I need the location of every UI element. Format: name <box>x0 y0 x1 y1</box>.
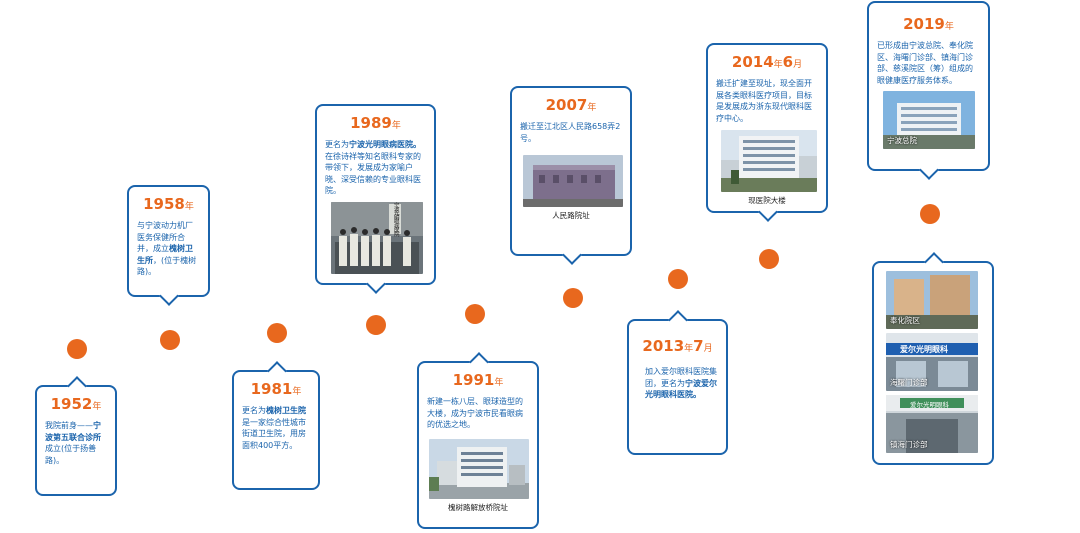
timeline-dot-1989 <box>366 315 386 335</box>
photo-label: 海曙门诊部 <box>890 378 928 387</box>
building-photo-icon <box>883 91 975 149</box>
milestone-year: 2014年6月 <box>731 53 803 71</box>
milestone-text: 更名为槐树卫生院是一家综合性城市街道卫生院，用房面积400平方。 <box>242 406 306 450</box>
timeline-dot-2019 <box>920 204 940 224</box>
branch-photo-fenghua: 奉化院区 <box>886 271 978 329</box>
milestone-card-1991: 1991年 新建一栋八层、眼球造型的大楼，成为宁波市民看眼病的优选之地。 槐树路… <box>417 352 539 529</box>
milestone-year: 1989年 <box>350 114 401 132</box>
milestone-card-1981: 1981年 更名为槐树卫生院是一家综合性城市街道卫生院，用房面积400平方。 <box>232 361 320 490</box>
milestone-year: 1991年 <box>452 371 504 389</box>
timeline-dot-1991 <box>465 304 485 324</box>
milestone-text: 加入爱尔眼科医院集团，更名为宁波爱尔光明眼科医院。 <box>645 367 717 399</box>
storefront-photo-icon <box>886 395 978 453</box>
timeline-dot-2014 <box>759 249 779 269</box>
building-photo-icon <box>523 155 623 207</box>
milestone-card-1989: 1989年 更名为宁波光明眼病医院。在徐诗祥等知名眼科专家的带领下，发展成为家喻… <box>315 104 436 294</box>
milestone-text: 新建一栋八层、眼球造型的大楼，成为宁波市民看眼病的优选之地。 <box>427 397 523 429</box>
branches-card: 奉化院区 爱尔光明眼科 海曙门诊部 爱尔光明眼科 镇海门诊部 <box>872 252 994 465</box>
staff-photo-icon <box>331 201 423 274</box>
timeline-dot-1952 <box>67 339 87 359</box>
photo-caption: 人民路院址 <box>552 211 590 220</box>
milestone-text: 与宁波动力机厂医务保健所合并，成立槐树卫生所，(位于槐树路)。 <box>137 221 197 276</box>
photo-label: 镇海门诊部 <box>890 440 928 449</box>
milestone-text: 我院前身——宁波第五联合诊所成立(位于扬善路)。 <box>45 421 101 465</box>
hospital-sign-1989: 宁波光明眼病医院 <box>394 202 400 238</box>
storefront-photo-icon <box>886 333 978 391</box>
storefront-sign: 爱尔光明眼科 <box>910 401 949 409</box>
timeline-dot-2007 <box>563 288 583 308</box>
milestone-card-2007: 2007年 搬迁至江北区人民路658弄2号。 人民路院址 <box>510 86 632 265</box>
photo-2019-hq: 宁波总院 <box>883 91 975 149</box>
milestone-card-2014: 2014年6月 搬迁扩建至现址，现全面开展各类眼科医疗项目，目标是发展成为浙东现… <box>706 43 828 222</box>
branch-photo-haishu: 爱尔光明眼科 海曙门诊部 <box>886 333 978 391</box>
milestone-card-1958: 1958年 与宁波动力机厂医务保健所合并，成立槐树卫生所，(位于槐树路)。 <box>127 185 210 306</box>
milestone-text: 更名为宁波光明眼病医院。在徐诗祥等知名眼科专家的带领下，发展成为家喻户晓、深受信… <box>325 140 421 195</box>
building-photo-icon <box>721 130 817 192</box>
milestone-year: 2007年 <box>545 96 597 114</box>
milestone-text: 搬迁扩建至现址，现全面开展各类眼科医疗项目，目标是发展成为浙东现代眼科医疗中心。 <box>716 79 812 123</box>
milestone-year: 1981年 <box>250 380 302 398</box>
milestone-year: 1952年 <box>50 395 102 413</box>
photo-1989-staff: 宁波光明眼病医院 <box>331 201 423 274</box>
building-photo-icon <box>429 438 529 499</box>
timeline-dot-1958 <box>160 330 180 350</box>
photo-caption: 槐树路解放桥院址 <box>448 502 508 512</box>
photo-label: 宁波总院 <box>887 136 917 145</box>
timeline-dot-1981 <box>267 323 287 343</box>
milestone-year: 2013年7月 <box>642 337 713 355</box>
milestone-year: 1958年 <box>143 195 194 213</box>
timeline-dot-2013 <box>668 269 688 289</box>
photo-label: 奉化院区 <box>890 316 920 325</box>
milestone-card-1952: 1952年 我院前身——宁波第五联合诊所成立(位于扬善路)。 <box>35 376 117 496</box>
photo-2014-building <box>721 130 817 192</box>
milestone-text: 已形成由宁波总院、奉化院区、海曙门诊部、镇海门诊部、慈溪院区（筹）组成的眼健康医… <box>877 41 973 85</box>
milestone-year: 2019年 <box>903 15 954 33</box>
photo-2007-building <box>523 155 623 207</box>
storefront-sign: 爱尔光明眼科 <box>900 345 948 354</box>
branch-photo-zhenhai: 爱尔光明眼科 镇海门诊部 <box>886 395 978 453</box>
photo-1991-building <box>429 438 529 499</box>
milestone-card-2019: 2019年 已形成由宁波总院、奉化院区、海曙门诊部、镇海门诊部、慈溪院区（筹）组… <box>867 1 990 180</box>
photo-caption: 现医院大楼 <box>748 196 786 205</box>
building-photo-icon <box>886 271 978 329</box>
milestone-text: 搬迁至江北区人民路658弄2号。 <box>520 122 621 143</box>
milestone-card-2013: 2013年7月 加入爱尔眼科医院集团，更名为宁波爱尔光明眼科医院。 <box>627 310 728 455</box>
